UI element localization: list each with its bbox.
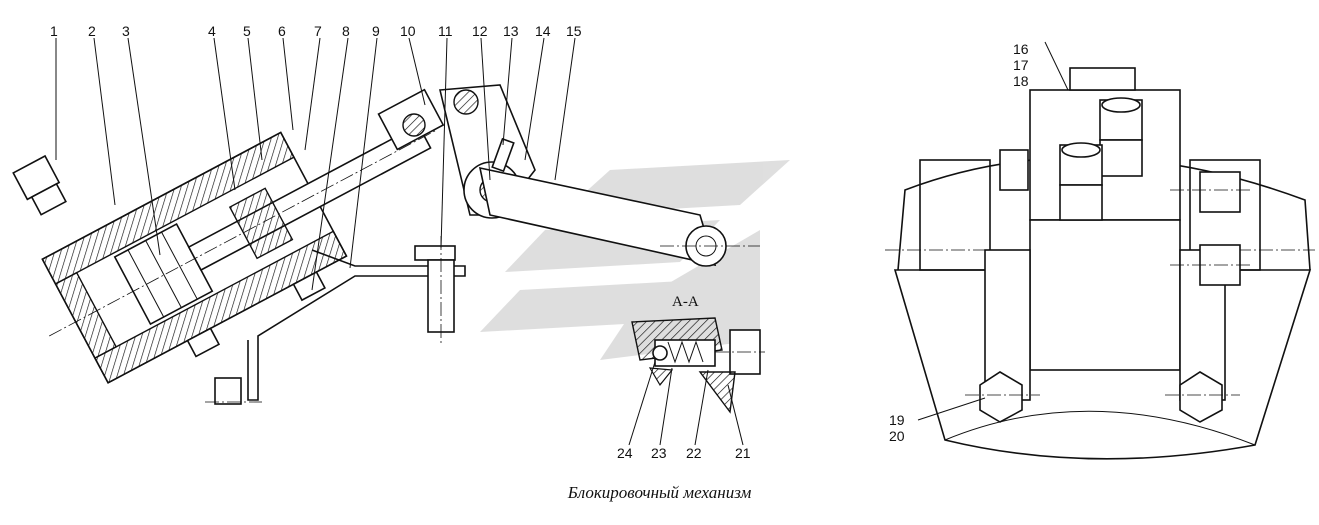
callout-18: 18 xyxy=(1013,73,1029,89)
callout-7: 7 xyxy=(314,23,322,39)
leader-lines xyxy=(55,37,1069,446)
callout-13: 13 xyxy=(503,23,519,39)
section-label: А-А xyxy=(672,294,699,310)
rod-eye xyxy=(377,88,445,151)
figure-caption: Блокировочный механизм xyxy=(567,483,752,502)
callout-20: 20 xyxy=(889,428,905,444)
callout-23: 23 xyxy=(651,445,667,461)
callout-12: 12 xyxy=(472,23,488,39)
bracket xyxy=(205,236,466,405)
inlet-fitting xyxy=(12,154,67,216)
callout-9: 9 xyxy=(372,23,380,39)
callout-19: 19 xyxy=(889,412,905,428)
front-view xyxy=(885,67,1315,460)
callout-2: 2 xyxy=(88,23,96,39)
callout-22: 22 xyxy=(686,445,702,461)
callout-8: 8 xyxy=(342,23,350,39)
hex-nut-left xyxy=(979,371,1023,423)
callout-5: 5 xyxy=(243,23,251,39)
callout-24: 24 xyxy=(617,445,633,461)
callout-1: 1 xyxy=(50,23,58,39)
cylinder-assembly xyxy=(12,84,760,405)
callout-17: 17 xyxy=(1013,57,1029,73)
fitting-a xyxy=(1099,97,1143,177)
hex-nut-right xyxy=(1179,371,1223,423)
section-aa-detail xyxy=(631,317,765,414)
callout-14: 14 xyxy=(535,23,551,39)
callout-11: 11 xyxy=(438,23,453,39)
callout-3: 3 xyxy=(122,23,130,39)
lever xyxy=(439,84,760,267)
callout-16: 16 xyxy=(1013,41,1029,57)
callout-21: 21 xyxy=(735,445,751,461)
callout-15: 15 xyxy=(566,23,582,39)
callout-6: 6 xyxy=(278,23,286,39)
fitting-b xyxy=(1059,142,1103,221)
callout-4: 4 xyxy=(208,23,216,39)
callout-10: 10 xyxy=(400,23,416,39)
